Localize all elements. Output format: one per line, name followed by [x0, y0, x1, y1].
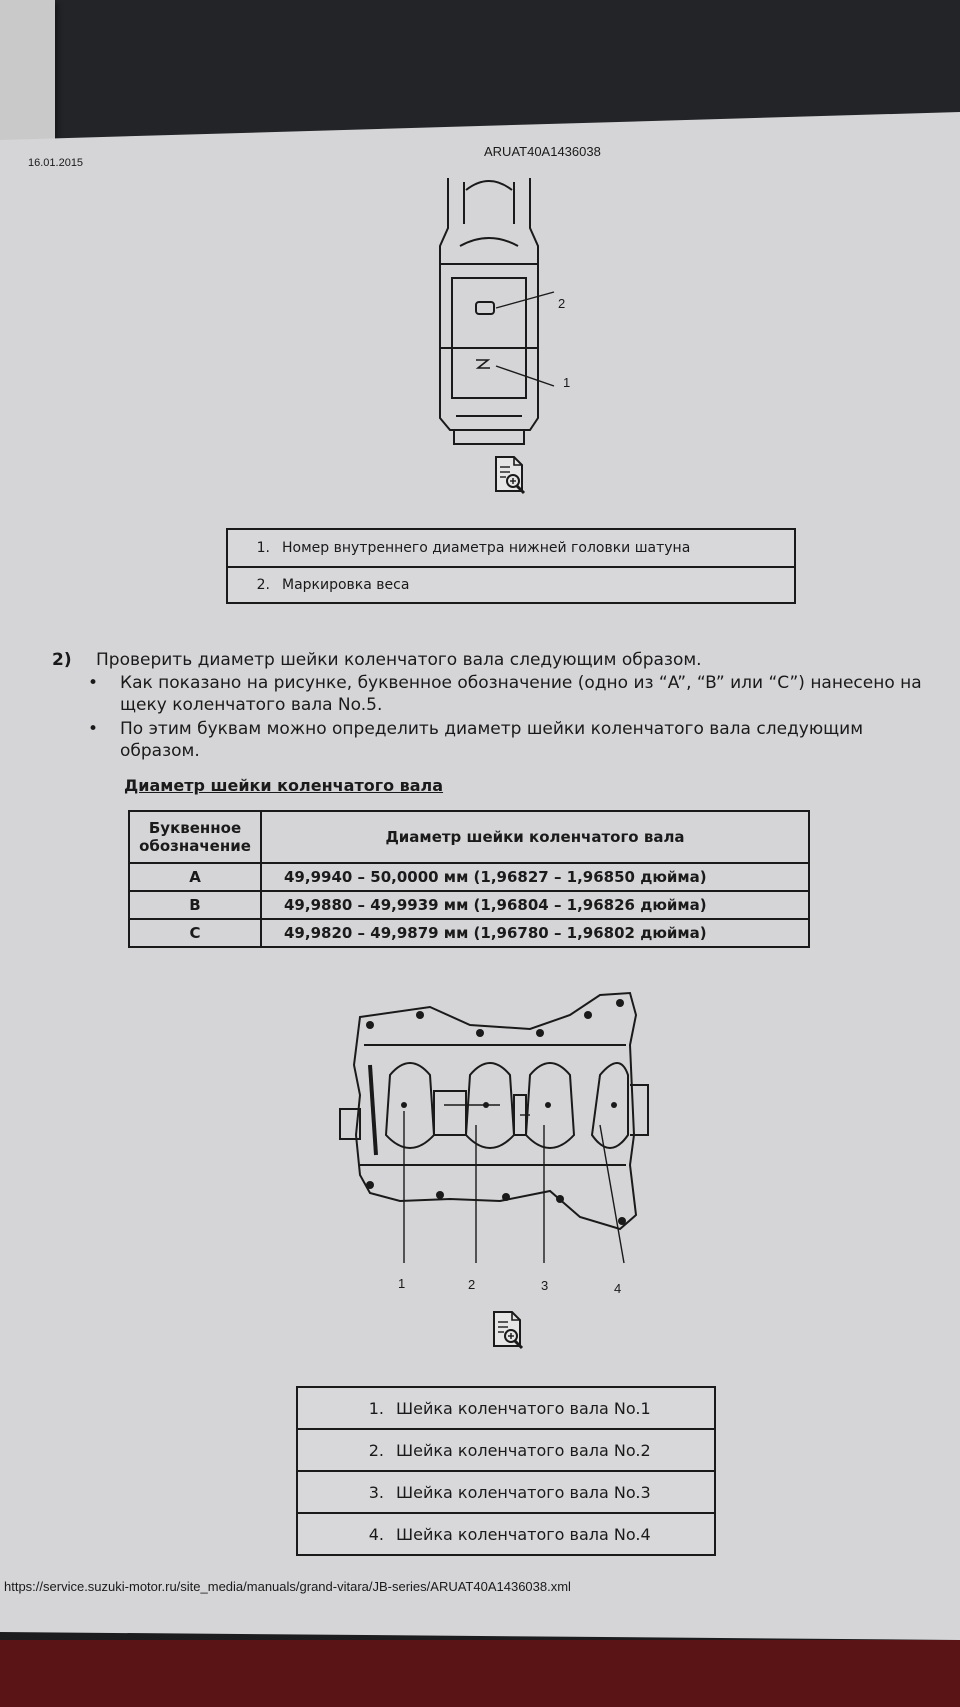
table-cell-letter: A [128, 862, 262, 892]
legend-text: Шейка коленчатого вала No.2 [396, 1440, 651, 1460]
legend-row: 4. Шейка коленчатого вала No.4 [296, 1512, 716, 1556]
callout-label: 2 [468, 1277, 476, 1292]
table-cell-value: 49,9940 – 50,0000 мм (1,96827 – 1,96850 … [260, 862, 810, 892]
footer-url[interactable]: https://service.suzuki-motor.ru/site_med… [4, 1579, 571, 1594]
legend-text: Маркировка веса [282, 577, 410, 593]
legend-num: 2. [256, 577, 270, 593]
zoom-document-icon[interactable] [494, 455, 528, 495]
step-text: Проверить диаметр шейки коленчатого вала… [96, 650, 702, 670]
table-header-row: Буквенное обозначение Диаметр шейки коле… [128, 810, 810, 864]
legend-text: Шейка коленчатого вала No.1 [396, 1398, 651, 1418]
callout-label: 1 [398, 1276, 406, 1291]
legend-table-2: 1. Шейка коленчатого вала No.1 2. Шейка ко… [296, 1386, 716, 1556]
callout-label: 1 [563, 375, 571, 390]
legend-row: 2. Шейка коленчатого вала No.2 [296, 1428, 716, 1472]
bullet-text: Как показано на рисунке, буквенное обозн… [120, 673, 922, 715]
legend-row: 2. Маркировка веса [226, 566, 796, 604]
bullet-dot: • [88, 719, 99, 739]
bullet-item: • По этим буквам можно определить диамет… [88, 718, 960, 764]
table-row: A 49,9940 – 50,0000 мм (1,96827 – 1,9685… [128, 862, 810, 892]
legend-text: Шейка коленчатого вала No.4 [396, 1524, 651, 1544]
legend-row: 1. Шейка коленчатого вала No.1 [296, 1386, 716, 1430]
legend-text: Номер внутреннего диаметра нижней головк… [282, 540, 691, 556]
callout-label: 2 [558, 296, 566, 311]
legend-text: Шейка коленчатого вала No.3 [396, 1482, 651, 1502]
spec-table-title: Диаметр шейки коленчатого вала [124, 776, 444, 795]
background-bottom [0, 1640, 960, 1707]
connecting-rod-figure [439, 178, 555, 445]
header-date: 16.01.2015 [28, 157, 84, 169]
column-header: Диаметр шейки коленчатого вала [260, 810, 810, 864]
journal-diameter-table: Буквенное обозначение Диаметр шейки коле… [128, 810, 810, 948]
legend-num: 2. [368, 1440, 384, 1460]
legend-table-1: 1. Номер внутреннего диаметра нижней голо… [226, 528, 796, 604]
table-cell-value: 49,9820 – 49,9879 мм (1,96780 – 1,96802 … [260, 918, 810, 948]
header-doc-code: ARUAT40A1436038 [484, 144, 601, 159]
bullet-dot: • [88, 673, 99, 693]
legend-num: 1. [368, 1398, 384, 1418]
bullet-item: • Как показано на рисунке, буквенное обо… [88, 672, 960, 718]
legend-row: 1. Номер внутреннего диаметра нижней голо… [226, 528, 796, 568]
callout-label: 4 [614, 1281, 622, 1296]
legend-num: 1. [256, 540, 270, 556]
bullet-text: По этим буквам можно определить диаметр … [120, 719, 864, 761]
step-number: 2) [52, 650, 72, 670]
legend-row: 3. Шейка коленчатого вала No.3 [296, 1470, 716, 1514]
table-cell-letter: C [128, 918, 262, 948]
table-row: B 49,9880 – 49,9939 мм (1,96804 – 1,9682… [128, 890, 810, 920]
legend-num: 4. [368, 1524, 384, 1544]
table-cell-letter: B [128, 890, 262, 920]
table-cell-value: 49,9880 – 49,9939 мм (1,96804 – 1,96826 … [260, 890, 810, 920]
legend-num: 3. [368, 1482, 384, 1502]
zoom-document-icon[interactable] [492, 1310, 526, 1350]
crankshaft-figure [339, 991, 649, 1264]
column-header: Буквенное обозначение [128, 810, 262, 864]
step-heading: 2) Проверить диаметр шейки коленчатого ва… [52, 650, 702, 670]
table-row: C 49,9820 – 49,9879 мм (1,96780 – 1,9680… [128, 918, 810, 948]
callout-label: 3 [541, 1278, 549, 1293]
